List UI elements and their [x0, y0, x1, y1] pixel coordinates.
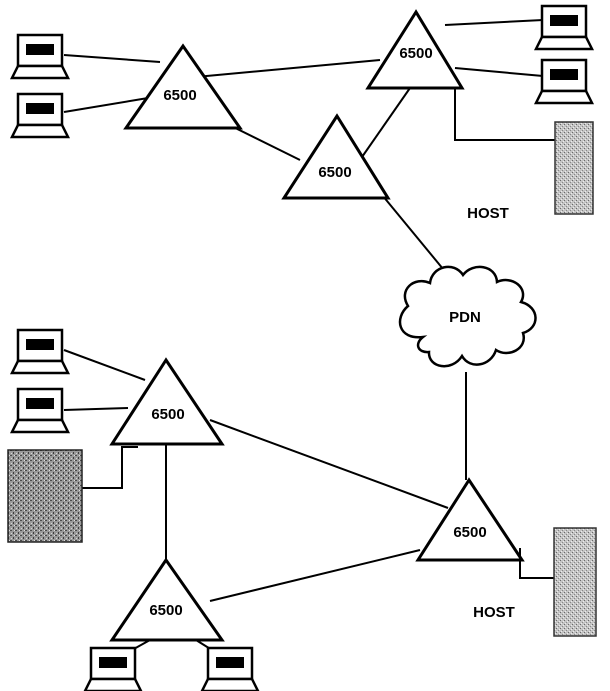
workstation-icon — [7, 449, 83, 543]
links — [63, 19, 555, 651]
switch-node-icon — [109, 357, 225, 446]
switch-node-icon — [415, 477, 525, 562]
switch-node-icon — [365, 9, 465, 90]
link-top-center-to-pdn — [377, 189, 449, 276]
link-bottom-left-to-workstation — [82, 446, 138, 489]
link-bottom-right-to-host — [519, 548, 555, 579]
host-label: HOST — [473, 604, 515, 621]
node-label: 6500 — [149, 602, 182, 619]
terminal-icon — [10, 33, 70, 80]
node-label: 6500 — [399, 45, 432, 62]
host-computer-icon — [554, 121, 594, 215]
link-top-left-to-top-right — [184, 59, 381, 79]
pdn-cloud-icon — [398, 265, 537, 368]
terminal-icon — [10, 328, 70, 375]
link-pc-top-right-2 — [454, 67, 544, 77]
terminal-icon — [534, 58, 594, 105]
link-bottom-left-to-bottom-right — [209, 419, 449, 509]
link-pc-top-left-1 — [63, 54, 161, 63]
terminal-icon — [200, 646, 260, 691]
terminal-icon — [83, 646, 143, 691]
link-pc-top-right-1 — [444, 19, 544, 26]
terminal-icon — [534, 4, 594, 51]
link-top-right-to-host — [454, 88, 555, 141]
link-bottom-center-to-bottom-right — [209, 549, 421, 602]
host-computer-icon — [553, 527, 597, 637]
link-pc-bottom-left-2 — [63, 407, 129, 411]
terminal-icon — [10, 92, 70, 139]
link-top-right-to-top-center — [361, 87, 411, 158]
switch-nodes — [109, 9, 525, 642]
terminal-icon — [10, 387, 70, 434]
link-pc-top-left-2 — [63, 97, 149, 113]
node-label: 6500 — [453, 524, 486, 541]
switch-node-icon — [109, 557, 225, 642]
switch-node-icon — [123, 43, 243, 130]
link-pc-bottom-left-1 — [63, 349, 146, 381]
node-label: 6500 — [318, 164, 351, 181]
pdn-label: PDN — [449, 309, 481, 326]
host-label: HOST — [467, 205, 509, 222]
node-label: 6500 — [163, 87, 196, 104]
switch-node-icon — [281, 113, 391, 200]
node-label: 6500 — [151, 406, 184, 423]
